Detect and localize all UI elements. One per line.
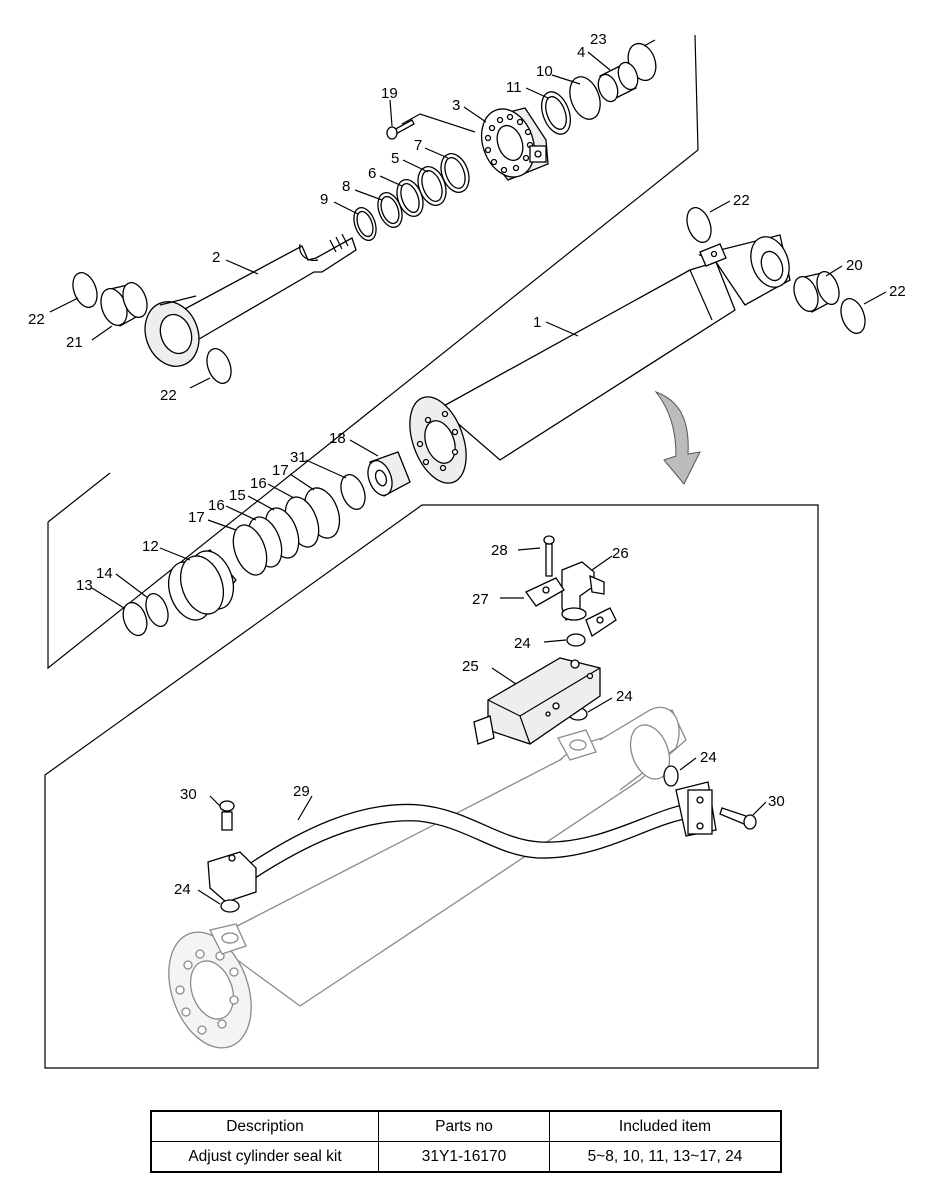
callout-31: 31 — [290, 449, 307, 466]
o-ring-22d — [840, 298, 866, 334]
o-ring-22a — [72, 272, 98, 308]
seal-kit-header-row: Description Parts no Included item — [150, 1110, 782, 1142]
callout-17a: 17 — [272, 462, 289, 479]
callout-6: 6 — [368, 165, 376, 182]
callout-14: 14 — [96, 565, 113, 582]
bolt-30a — [219, 800, 235, 831]
o-ring-24c — [663, 765, 679, 787]
piston-12 — [167, 549, 237, 621]
bolt-19 — [386, 119, 415, 140]
flange-27 — [525, 577, 617, 637]
adjust-cylinder-exploded-diagram: 23 4 10 11 19 3 7 5 6 8 9 22 2 20 22 22 … — [28, 31, 906, 1069]
callout-25: 25 — [462, 658, 479, 675]
cell-included-item: 5~8, 10, 11, 13~17, 24 — [549, 1141, 782, 1173]
piston-rod-2 — [144, 233, 357, 367]
callout-23: 23 — [590, 31, 607, 48]
callout-24c: 24 — [700, 749, 717, 766]
callout-28: 28 — [491, 542, 508, 559]
o-ring-22c — [686, 207, 712, 243]
upper-panel-frame — [47, 34, 699, 670]
callout-7: 7 — [414, 137, 422, 154]
cell-parts-no: 31Y1-16170 — [378, 1141, 550, 1173]
callout-15: 15 — [229, 487, 246, 504]
callout-13: 13 — [76, 577, 93, 594]
callout-19: 19 — [381, 85, 398, 102]
callout-24d: 24 — [174, 881, 191, 898]
seal-kit-table: Description Parts no Included item Adjus… — [150, 1110, 782, 1173]
cylinder-tube-1 — [409, 234, 791, 484]
header-included-item: Included item — [549, 1110, 782, 1142]
nut-18 — [367, 451, 411, 497]
callout-24b: 24 — [616, 688, 633, 705]
callout-3: 3 — [452, 97, 460, 114]
detail-arrow-icon — [654, 390, 701, 485]
callout-4: 4 — [577, 44, 585, 61]
callout-26: 26 — [612, 545, 629, 562]
callout-27: 27 — [472, 591, 489, 608]
callout-21: 21 — [66, 334, 83, 351]
ring-13 — [122, 601, 148, 637]
callout-18: 18 — [329, 430, 346, 447]
callout-30a: 30 — [180, 786, 197, 803]
ring-17b — [232, 524, 268, 576]
ring-14 — [145, 593, 169, 627]
bushing-4 — [597, 61, 639, 103]
pipe-29 — [207, 781, 717, 903]
callout-1: 1 — [533, 314, 541, 331]
callout-22b: 22 — [889, 283, 906, 300]
bolt-30b — [719, 807, 757, 830]
callout-29: 29 — [293, 783, 310, 800]
o-ring-22b — [206, 348, 232, 384]
callout-11: 11 — [506, 79, 522, 96]
valve-block-25 — [473, 657, 601, 745]
header-description: Description — [150, 1110, 379, 1142]
callout-9: 9 — [320, 191, 328, 208]
callout-20: 20 — [846, 257, 863, 274]
bushing-20 — [793, 271, 840, 313]
callout-22a: 22 — [733, 192, 750, 209]
leader-lines — [49, 39, 887, 905]
header-parts-no: Parts no — [378, 1110, 550, 1142]
callout-24a: 24 — [514, 635, 531, 652]
callout-8: 8 — [342, 178, 350, 195]
callout-16b: 16 — [208, 497, 225, 514]
bushing-21 — [100, 282, 148, 327]
o-ring-24a — [566, 633, 586, 647]
gland-3 — [480, 107, 549, 181]
cell-description: Adjust cylinder seal kit — [150, 1141, 379, 1173]
ring-10 — [569, 76, 601, 120]
callout-10: 10 — [536, 63, 553, 80]
callout-2: 2 — [212, 249, 220, 266]
callout-17b: 17 — [188, 509, 205, 526]
callout-22c: 22 — [28, 311, 45, 328]
elbow-fitting-26 — [561, 561, 605, 621]
detail-panel-frame — [44, 504, 819, 1069]
table-row: Adjust cylinder seal kit 31Y1-16170 5~8,… — [150, 1141, 782, 1173]
callout-5: 5 — [391, 150, 399, 167]
bolt-28 — [543, 535, 555, 577]
o-ring-24d — [220, 899, 240, 913]
ghost-cylinder — [168, 706, 687, 1049]
callout-30b: 30 — [768, 793, 785, 810]
ring-31 — [340, 474, 366, 510]
callout-22d: 22 — [160, 387, 177, 404]
callout-labels: 23 4 10 11 19 3 7 5 6 8 9 22 2 20 22 22 … — [28, 31, 906, 898]
callout-12: 12 — [142, 538, 159, 555]
callout-16a: 16 — [250, 475, 267, 492]
